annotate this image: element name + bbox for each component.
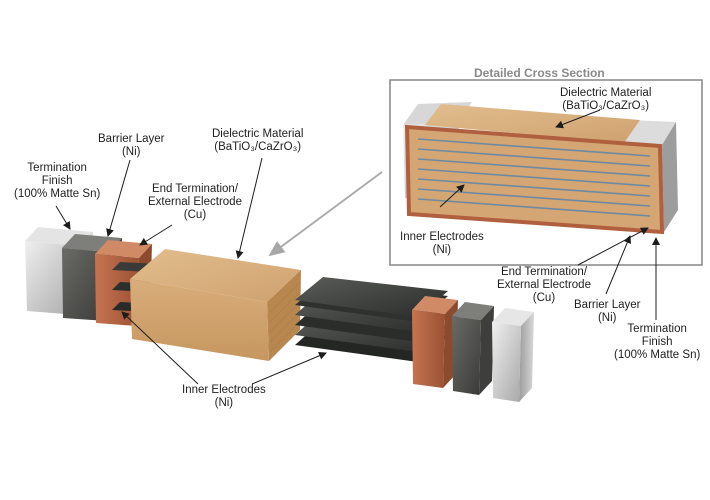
electrodes-right-leader	[251, 352, 327, 385]
barrier-left-leader	[106, 159, 131, 237]
dielectric-ceramic-body	[130, 249, 301, 361]
barrier-right-label: Barrier Layer (Ni)	[574, 299, 640, 325]
right-end-termination-block	[412, 296, 458, 388]
inset-dielectric-leader	[555, 109, 601, 129]
inset-electrodes-line1: Inner Electrodes	[400, 231, 484, 243]
inner-electrodes-main-line2: (Ni)	[214, 397, 234, 409]
end-termination-left-line2: External Electrode	[148, 196, 242, 208]
end-termination-right-leader	[577, 227, 649, 266]
end-termination-left-leader	[139, 224, 173, 246]
barrier-left-label: Barrier Layer (Ni)	[98, 133, 164, 159]
end-termination-right-label: End Termination/ External Electrode (Cu)	[497, 266, 591, 305]
inset-cross-section-face	[404, 124, 665, 235]
barrier-right-line2: (Ni)	[597, 312, 617, 324]
termination-left-line1: Termination	[27, 162, 87, 174]
end-termination-right-line3: (Cu)	[532, 292, 556, 304]
inset-electrodes-label: Inner Electrodes (Ni)	[400, 231, 484, 257]
dielectric-main-leader	[235, 157, 263, 259]
inset-title: Detailed Cross Section	[474, 66, 605, 80]
right-termination-finish-block	[492, 308, 534, 402]
termination-left-line3: (100% Matte Sn)	[14, 188, 101, 200]
barrier-right-leader	[605, 235, 632, 295]
inner-electrodes-main-label: Inner Electrodes (Ni)	[182, 384, 266, 410]
termination-right-line2: Finish	[641, 336, 673, 348]
inset-cross-section-chip	[403, 102, 678, 235]
dielectric-main-line1: Dielectric Material	[212, 128, 304, 140]
termination-left-label: Termination Finish (100% Matte Sn)	[14, 162, 100, 201]
inset-dielectric-line1: Dielectric Material	[560, 87, 652, 99]
termination-right-line1: Termination	[627, 323, 687, 335]
inset-ceramic-top	[425, 104, 640, 143]
end-termination-right-line2: External Electrode	[497, 279, 591, 291]
termination-right-line3: (100% Matte Sn)	[614, 349, 701, 361]
inner-electrodes-main-line1: Inner Electrodes	[182, 384, 266, 396]
dielectric-main-label: Dielectric Material (BaTiO₃/CaZrO₃)	[212, 128, 303, 154]
inset-electrode-leader	[439, 184, 465, 208]
termination-left-line2: Finish	[41, 175, 73, 187]
end-termination-left-label: End Termination/ External Electrode (Cu)	[148, 183, 242, 222]
barrier-left-line1: Barrier Layer	[98, 133, 165, 145]
inset-dielectric-line2: (BaTiO₃/CaZrO₃)	[562, 100, 650, 112]
end-termination-right-line1: End Termination/	[500, 266, 588, 278]
inset-dielectric-label: Dielectric Material (BaTiO₃/CaZrO₃)	[560, 87, 651, 113]
termination-right-label: Termination Finish (100% Matte Sn)	[614, 323, 700, 362]
barrier-left-line2: (Ni)	[121, 146, 141, 158]
dielectric-main-line2: (BaTiO₃/CaZrO₃)	[214, 141, 302, 153]
end-termination-left-line3: (Cu)	[183, 209, 207, 221]
inset-electrodes-line2: (Ni)	[432, 244, 452, 256]
barrier-right-line1: Barrier Layer	[574, 299, 641, 311]
zoom-arrow	[268, 171, 383, 257]
end-termination-left-line1: End Termination/	[151, 183, 239, 195]
electrodes-left-leader	[121, 311, 199, 385]
inner-electrode-plates	[295, 277, 448, 362]
right-barrier-layer-block	[452, 302, 494, 395]
termination-left-leader	[55, 205, 71, 230]
